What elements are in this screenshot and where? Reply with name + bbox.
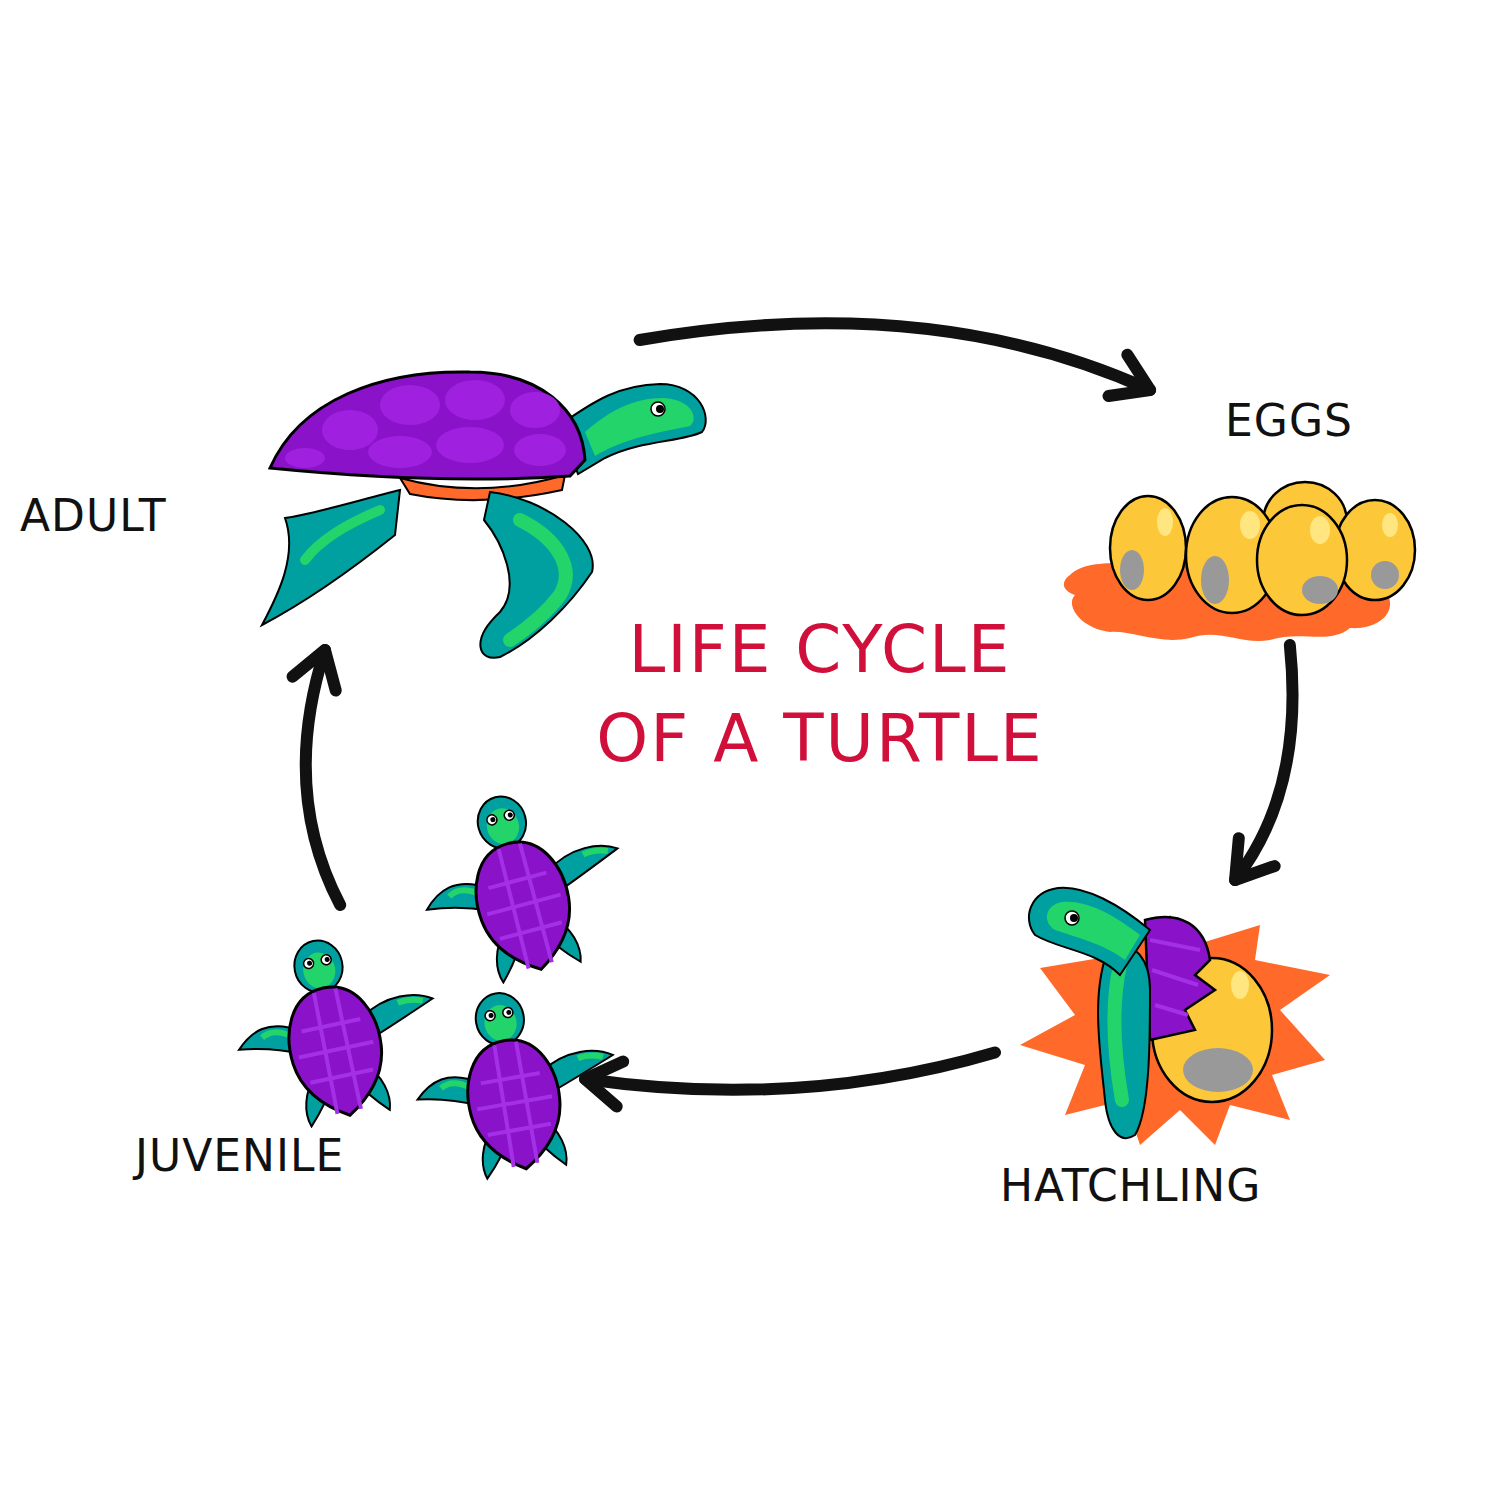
cycle-arrow [1235, 645, 1293, 880]
stage-label: ADULT [20, 490, 167, 543]
stage-label: HATCHLING [1000, 1160, 1261, 1213]
stage-node: EGGS [1060, 390, 1400, 645]
cycle-arrow [640, 323, 1150, 396]
stage-node: ADULT [20, 340, 710, 650]
arrow-head [293, 650, 336, 691]
cycle-arrow [293, 650, 341, 905]
stage-label: JUVENILE [135, 1130, 344, 1183]
arrow-head [1235, 838, 1275, 880]
cycle-arrow [585, 1053, 995, 1107]
stage-label: EGGS [1225, 395, 1353, 448]
stage-node: JUVENILE [135, 905, 585, 1195]
arrow-head [585, 1062, 623, 1107]
arrow-line [1235, 645, 1293, 880]
diagram-title: LIFE CYCLE OF A TURTLE [585, 605, 1055, 783]
arrow-head [1109, 355, 1151, 396]
arrow-line [640, 323, 1150, 390]
arrow-line [585, 1053, 995, 1090]
stage-node: HATCHLING [995, 880, 1335, 1225]
